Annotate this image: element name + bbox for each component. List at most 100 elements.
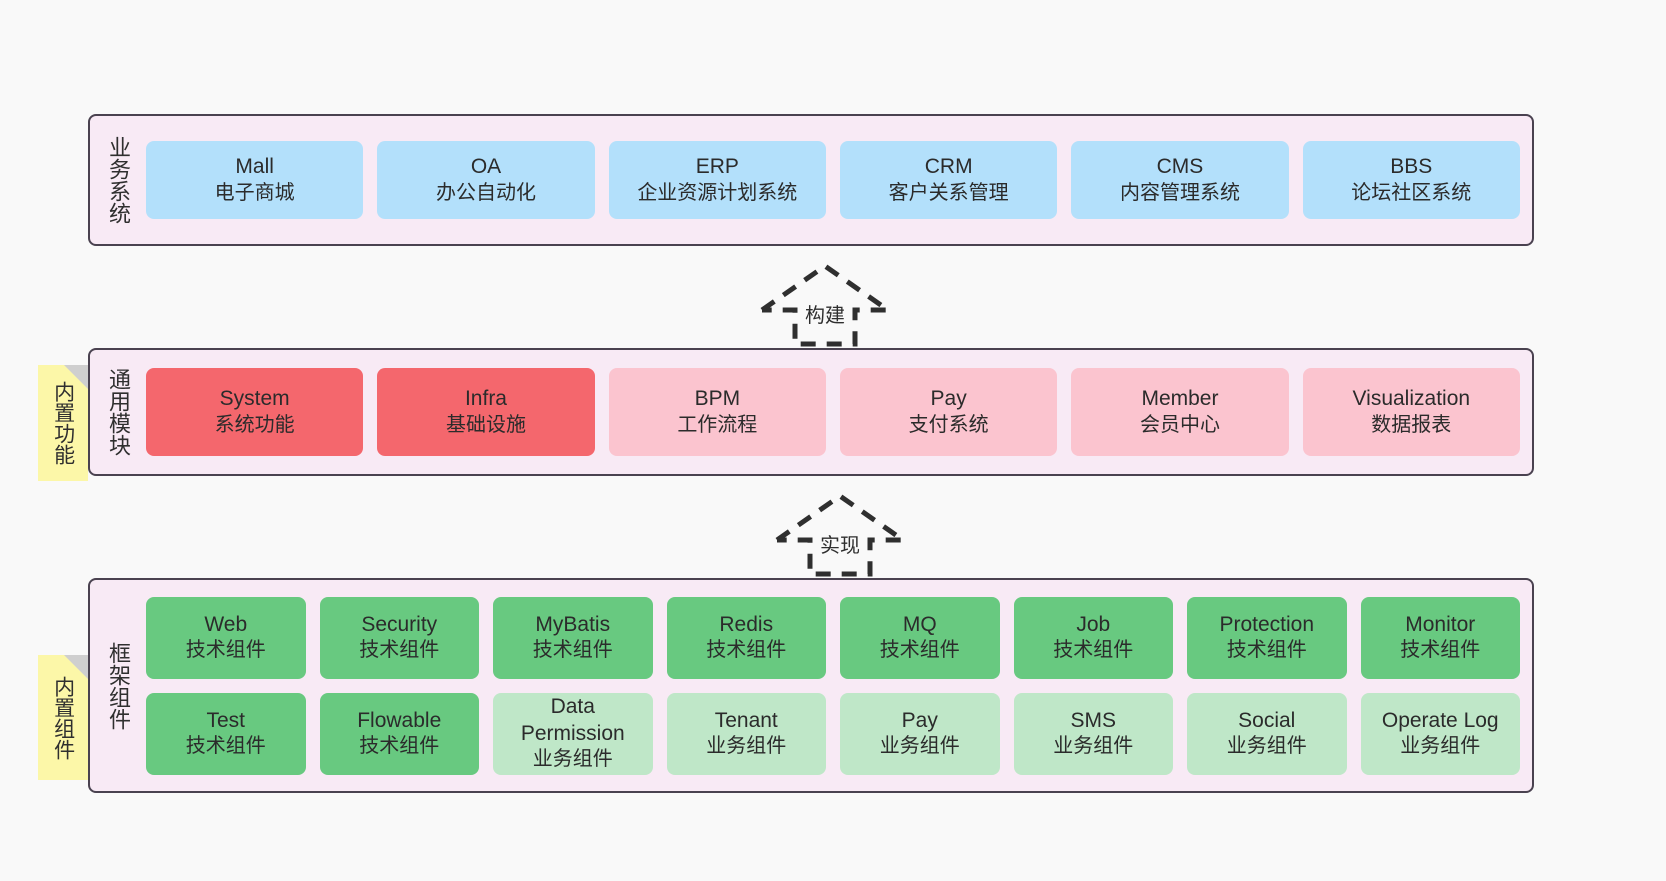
module-card-infra[interactable]: Infra 基础设施 — [377, 368, 595, 456]
framework-card-social[interactable]: Social 业务组件 — [1187, 692, 1347, 775]
framework-card-monitor[interactable]: Monitor 技术组件 — [1360, 596, 1520, 679]
framework-card-flowable[interactable]: Flowable 技术组件 — [319, 692, 479, 775]
business-card-erp[interactable]: ERP 企业资源计划系统 — [608, 141, 826, 219]
note-fold-corner — [64, 655, 88, 679]
note-builtin-function: 内置功能 — [38, 365, 88, 481]
card-subtitle: 技术组件 — [879, 639, 960, 662]
card-subtitle: 技术组件 — [1400, 639, 1481, 662]
business-system-layer: 业务系统 Mall 电子商城 OA 办公自动化 ERP 企业资源计划系统 CRM — [88, 114, 1534, 246]
module-card-visualization[interactable]: Visualization 数据报表 — [1302, 368, 1520, 456]
business-card-oa[interactable]: OA 办公自动化 — [377, 141, 595, 219]
card-subtitle: 业务组件 — [706, 735, 787, 758]
card-subtitle: 内容管理系统 — [1119, 181, 1240, 204]
card-title: MQ — [902, 612, 937, 636]
card-subtitle: 会员中心 — [1139, 413, 1220, 436]
card-subtitle: 客户关系管理 — [888, 181, 1009, 204]
framework-card-redis[interactable]: Redis 技术组件 — [666, 596, 826, 679]
card-title: Test — [206, 708, 245, 732]
card-subtitle: 数据报表 — [1371, 413, 1452, 436]
common-module-layer-title: 通用模块 — [105, 368, 131, 456]
card-title: CRM — [924, 155, 973, 179]
framework-component-layer: 框架组件 Web 技术组件 Security 技术组件 MyBatis 技术组件… — [88, 578, 1534, 793]
card-title: Social — [1238, 708, 1296, 732]
common-module-cards: System 系统功能 Infra 基础设施 BPM 工作流程 Pay 支付系统… — [146, 350, 1532, 474]
business-card-cms[interactable]: CMS 内容管理系统 — [1071, 141, 1289, 219]
card-subtitle: 技术组件 — [1226, 639, 1307, 662]
framework-card-operate-log[interactable]: Operate Log 业务组件 — [1360, 692, 1520, 775]
framework-card-web[interactable]: Web 技术组件 — [146, 596, 306, 679]
framework-card-tenant[interactable]: Tenant 业务组件 — [666, 692, 826, 775]
business-system-layer-title: 业务系统 — [105, 136, 131, 224]
card-title: Mall — [235, 155, 274, 179]
framework-card-pay[interactable]: Pay 业务组件 — [840, 692, 1000, 775]
framework-component-layer-title: 框架组件 — [105, 641, 131, 730]
card-title: Web — [204, 612, 248, 636]
card-subtitle: 工作流程 — [677, 413, 758, 436]
card-title: Pay — [901, 708, 938, 732]
note-fold-corner — [64, 365, 88, 389]
framework-card-data-permission[interactable]: Data Permission 业务组件 — [493, 692, 653, 775]
framework-card-mybatis[interactable]: MyBatis 技术组件 — [493, 596, 653, 679]
card-subtitle: 论坛社区系统 — [1351, 181, 1472, 204]
business-system-cards: Mall 电子商城 OA 办公自动化 ERP 企业资源计划系统 CRM 客户关系… — [146, 116, 1532, 244]
framework-card-test[interactable]: Test 技术组件 — [146, 692, 306, 775]
card-title: Flowable — [357, 708, 442, 732]
framework-card-sms[interactable]: SMS 业务组件 — [1013, 692, 1173, 775]
card-subtitle: 业务组件 — [1400, 735, 1481, 758]
card-title: CMS — [1156, 155, 1204, 179]
card-title: System — [219, 387, 290, 411]
card-title: ERP — [695, 155, 739, 179]
framework-card-mq[interactable]: MQ 技术组件 — [840, 596, 1000, 679]
card-title: Visualization — [1352, 387, 1471, 411]
card-title: Pay — [930, 387, 967, 411]
card-subtitle: 业务组件 — [1053, 735, 1134, 758]
card-title: MyBatis — [535, 612, 611, 636]
card-subtitle: 业务组件 — [532, 748, 613, 771]
business-card-mall[interactable]: Mall 电子商城 — [146, 141, 364, 219]
card-title: Job — [1076, 612, 1111, 636]
module-card-bpm[interactable]: BPM 工作流程 — [608, 368, 826, 456]
framework-card-security[interactable]: Security 技术组件 — [319, 596, 479, 679]
card-subtitle: 技术组件 — [532, 639, 613, 662]
card-title: Infra — [464, 387, 507, 411]
card-title: Redis — [719, 612, 774, 636]
note-label: 内置功能 — [51, 381, 75, 465]
business-card-bbs[interactable]: BBS 论坛社区系统 — [1302, 141, 1520, 219]
card-subtitle: 电子商城 — [214, 181, 295, 204]
card-title: SMS — [1070, 708, 1116, 732]
framework-row-2: Test 技术组件 Flowable 技术组件 Data Permission … — [146, 692, 1520, 775]
common-module-layer: 通用模块 System 系统功能 Infra 基础设施 BPM 工作流程 Pay — [88, 348, 1534, 476]
card-title: Monitor — [1405, 612, 1476, 636]
card-title: Member — [1141, 387, 1219, 411]
framework-card-job[interactable]: Job 技术组件 — [1013, 596, 1173, 679]
card-subtitle: 技术组件 — [359, 735, 440, 758]
card-subtitle: 基础设施 — [445, 413, 526, 436]
common-module-row: System 系统功能 Infra 基础设施 BPM 工作流程 Pay 支付系统… — [146, 368, 1520, 456]
card-title: Operate Log — [1381, 708, 1499, 732]
card-subtitle: 技术组件 — [706, 639, 787, 662]
arrow-implement-label: 实现 — [820, 535, 860, 557]
card-subtitle: 系统功能 — [214, 413, 295, 436]
note-label: 内置组件 — [51, 675, 75, 760]
card-subtitle: 业务组件 — [879, 735, 960, 758]
card-subtitle: 办公自动化 — [435, 181, 536, 204]
arrow-build: 构建 — [750, 258, 900, 350]
note-builtin-component: 内置组件 — [38, 655, 88, 780]
card-subtitle: 技术组件 — [185, 639, 266, 662]
card-subtitle: 企业资源计划系统 — [637, 181, 798, 204]
card-title: OA — [470, 155, 502, 179]
card-subtitle: 业务组件 — [1226, 735, 1307, 758]
module-card-system[interactable]: System 系统功能 — [146, 368, 364, 456]
card-title: BPM — [694, 387, 741, 411]
card-title: Tenant — [714, 708, 778, 732]
framework-row-1: Web 技术组件 Security 技术组件 MyBatis 技术组件 Redi… — [146, 596, 1520, 679]
framework-card-protection[interactable]: Protection 技术组件 — [1187, 596, 1347, 679]
card-title: Security — [361, 612, 438, 636]
module-card-pay[interactable]: Pay 支付系统 — [839, 368, 1058, 456]
card-subtitle: 技术组件 — [1053, 639, 1134, 662]
business-card-crm[interactable]: CRM 客户关系管理 — [839, 141, 1058, 219]
card-title: Data Permission — [520, 695, 625, 745]
module-card-member[interactable]: Member 会员中心 — [1071, 368, 1289, 456]
card-title: Protection — [1219, 612, 1315, 636]
